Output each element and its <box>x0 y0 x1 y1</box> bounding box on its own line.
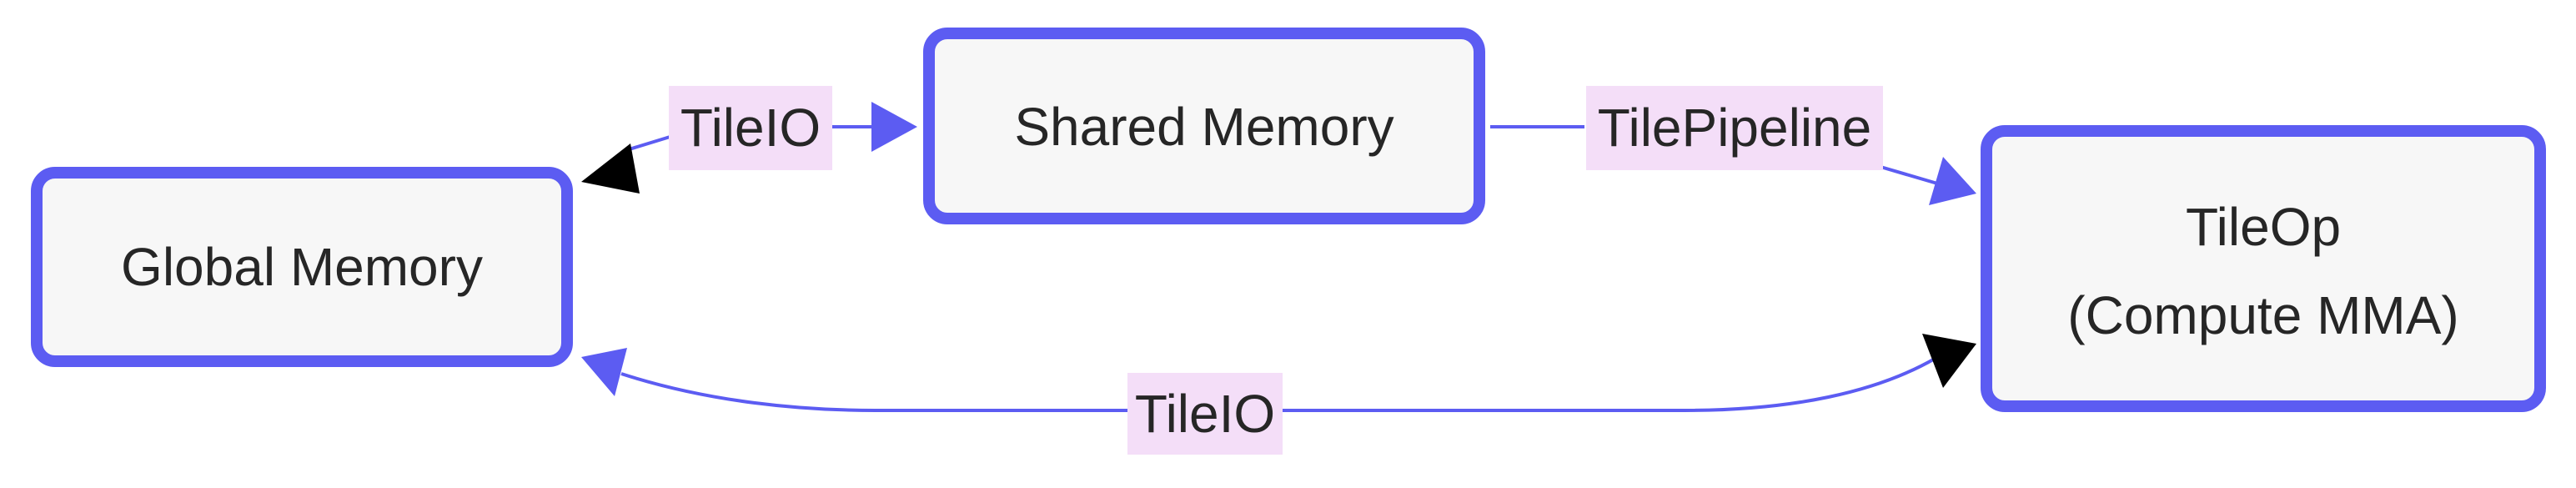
edge-label: TilePipeline <box>1598 98 1871 158</box>
arrow-head-blue <box>1929 157 1976 205</box>
edge-shared-tileop: TilePipeline <box>1490 86 1976 205</box>
edge-line <box>1880 165 1944 187</box>
arrow-head-blue <box>871 102 917 152</box>
edge-label: TileIO <box>680 98 821 158</box>
edge-tileop-global: TileIO <box>581 334 1976 455</box>
arrow-head-blue <box>581 348 627 396</box>
node-label-line2: (Compute MMA) <box>2067 285 2458 345</box>
node-tileop: TileOp (Compute MMA) <box>1981 125 2546 412</box>
node-box <box>31 167 573 367</box>
edge-global-shared: TileIO <box>581 86 917 194</box>
edge-label-background <box>1586 86 1883 170</box>
node-box <box>1981 125 2546 412</box>
arrow-head-black <box>581 143 640 194</box>
node-label-line1: TileOp <box>2186 197 2341 257</box>
node-box <box>923 28 1485 224</box>
edge-label-background <box>1127 373 1283 455</box>
edge-label-background <box>669 86 832 170</box>
node-shared-memory: Shared Memory <box>923 28 1485 224</box>
node-label: Global Memory <box>121 237 483 297</box>
node-global-memory: Global Memory <box>31 167 573 367</box>
arrow-head-black <box>1922 334 1976 388</box>
edge-line <box>623 133 676 153</box>
edge-label: TileIO <box>1135 384 1275 444</box>
node-label: Shared Memory <box>1014 97 1393 157</box>
